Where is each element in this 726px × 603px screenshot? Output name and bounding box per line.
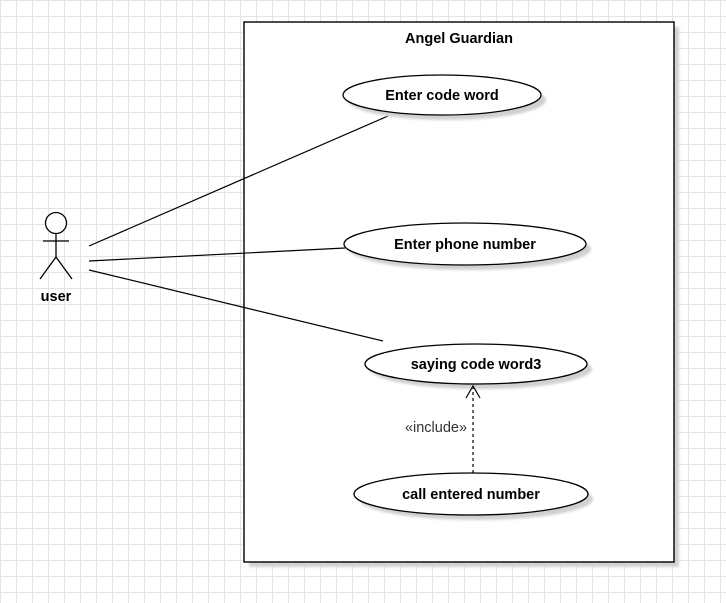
actor-right-leg: [55, 256, 73, 280]
system-title: Angel Guardian: [405, 31, 513, 47]
include-relation[interactable]: «include»: [405, 384, 481, 473]
association-line-code-word[interactable]: [88, 115, 389, 247]
use-case-saying-code-word3[interactable]: saying code word3: [364, 343, 592, 389]
use-case-call-entered-number[interactable]: call entered number: [353, 472, 593, 520]
use-case-enter-code-word[interactable]: Enter code word: [342, 74, 546, 120]
association-line-phone-number[interactable]: [88, 247, 346, 262]
use-case-label: saying code word3: [411, 357, 542, 373]
use-case-enter-phone-number[interactable]: Enter phone number: [343, 222, 591, 270]
use-case-ellipse: [353, 472, 589, 516]
include-arrowhead-icon: [465, 384, 481, 399]
actor-head: [44, 211, 68, 235]
actor-user[interactable]: user: [39, 211, 73, 306]
association-line-saying-code-word[interactable]: [88, 269, 384, 342]
actor-name: user: [41, 289, 72, 305]
use-case-ellipse: [343, 222, 587, 266]
include-label: «include»: [405, 420, 467, 436]
actor-left-leg: [39, 256, 57, 280]
use-case-label: Enter code word: [385, 88, 499, 104]
use-case-ellipse: [364, 343, 588, 385]
use-case-label: call entered number: [402, 487, 540, 503]
use-case-label: Enter phone number: [394, 237, 536, 253]
use-case-ellipse: [342, 74, 542, 116]
